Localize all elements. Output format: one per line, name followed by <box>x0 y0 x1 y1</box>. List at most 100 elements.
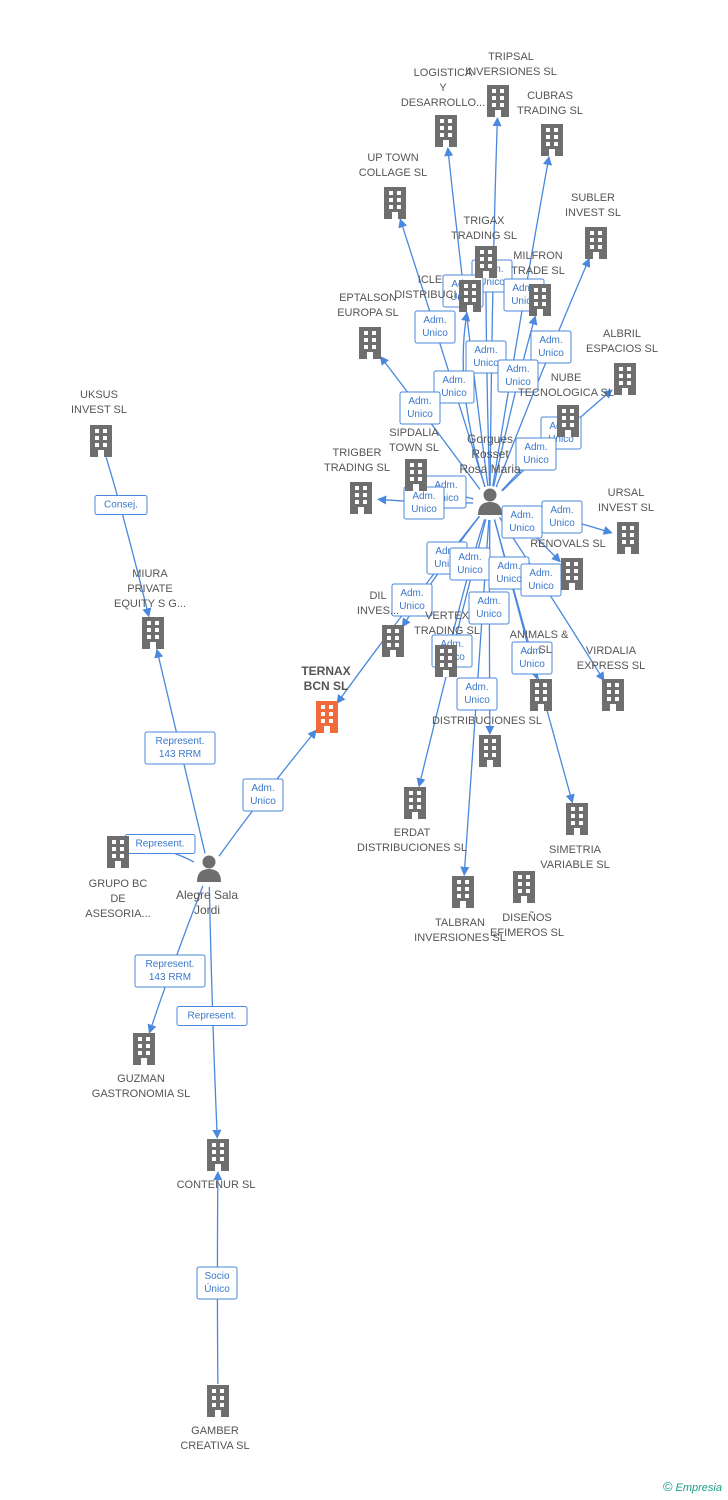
edge-label[interactable]: Adm.Unico <box>399 391 441 425</box>
edge-label[interactable]: Adm.Unico <box>541 500 583 534</box>
node-dil[interactable]: DILINVES... <box>357 590 404 657</box>
edge-label-text: Unico <box>411 504 437 515</box>
node-label: INVERSIONES SL <box>414 932 506 944</box>
node-icle[interactable]: ICLE DISTRIBUCI... <box>394 274 481 312</box>
node-animals[interactable]: ANIMALS &... SL <box>510 629 569 711</box>
node-label: TALBRAN <box>435 917 485 929</box>
edge-label[interactable]: Adm.Unico <box>530 330 572 364</box>
edge-label-box <box>433 370 475 404</box>
edge-label[interactable]: Adm.Unico <box>456 677 498 711</box>
edge-label[interactable]: Adm.Unico <box>391 583 433 617</box>
edge-label[interactable]: Adm.Unico <box>520 563 562 597</box>
edge-label-text: Unico <box>549 518 575 529</box>
edge-uksus-to-miura <box>105 457 152 618</box>
node-label: TRIPSAL <box>488 51 534 63</box>
edge-label[interactable]: Adm.Unico <box>501 505 543 539</box>
building-icon <box>479 735 501 767</box>
edge-label[interactable]: Represent. <box>176 1006 248 1026</box>
node-label: Rosset <box>471 447 509 461</box>
node-grupobc[interactable]: GRUPO BCDEASESORIA... <box>85 836 151 920</box>
edge-label[interactable]: Adm.Unico <box>403 486 445 520</box>
edge-label-box <box>497 359 539 393</box>
edge-label-text: Adm. <box>251 783 274 794</box>
edge-label-box <box>144 731 216 765</box>
edge-label-box <box>196 1266 238 1300</box>
edge-label[interactable]: Consej. <box>94 495 148 515</box>
edge-label-text: Adm. <box>497 561 520 572</box>
node-label: TERNAX <box>301 664 350 678</box>
edge-label[interactable]: Represent. 143 RRM <box>134 954 206 988</box>
edge-label-text: Unico <box>496 574 522 585</box>
edge-label-text: Unico <box>511 296 537 307</box>
node-distrib[interactable]: DISTRIBUCIONES SL <box>432 715 542 767</box>
edge-label[interactable]: Adm.Unico <box>449 547 491 581</box>
edge-label-text: Adm. <box>423 315 446 326</box>
edge-label[interactable]: Adm.Unico <box>242 778 284 812</box>
node-label: PRIVATE <box>127 583 172 595</box>
edge-label[interactable]: Represent. <box>124 834 196 854</box>
node-renovals[interactable]: RENOVALS SL <box>530 538 606 590</box>
node-label: VERTEX <box>425 610 469 622</box>
edge-label-text: 143 RRM <box>149 972 191 983</box>
edge-label-text: Represent. <box>136 839 185 850</box>
edge-label-text: Adm. <box>435 546 458 557</box>
node-label: Gorgues <box>467 432 513 446</box>
edge-label[interactable]: Adm. Unico <box>488 556 530 590</box>
building-icon <box>529 284 551 316</box>
edge-label-text: Represent. <box>146 959 195 970</box>
building-icon <box>359 327 381 359</box>
brand-logo[interactable]: Empresia <box>675 1482 722 1494</box>
node-talbran[interactable]: TALBRAN INVERSIONES SL <box>414 876 506 944</box>
edge-label-text: Unico <box>548 434 574 445</box>
edge-label[interactable]: Adm.Unico <box>433 370 475 404</box>
node-logistica[interactable]: LOGISTICAYDESARROLLO... <box>401 67 485 147</box>
node-contenur[interactable]: CONTENUR SL <box>177 1139 256 1191</box>
building-icon <box>487 85 509 117</box>
node-label: INVEST SL <box>71 404 127 416</box>
edge-label[interactable]: Adm.Unico <box>468 591 510 625</box>
edge-label-text: Unico <box>399 601 425 612</box>
building-icon <box>561 558 583 590</box>
node-label: SIPDALIA <box>389 427 439 439</box>
edge-label[interactable]: Adm.Unico <box>465 340 507 374</box>
edge-label[interactable]: Adm.Unico <box>414 310 456 344</box>
node-label: DISTRIBUCI... <box>394 289 466 301</box>
node-label: INVEST SL <box>598 502 654 514</box>
building-icon <box>513 871 535 903</box>
node-label: DIL <box>369 590 386 602</box>
node-label: INVEST SL <box>565 207 621 219</box>
edge-label-box <box>511 641 553 675</box>
node-label: ICLE <box>418 274 442 286</box>
node-label: COLLAGE SL <box>359 167 427 179</box>
edge-label[interactable]: Adm.Unico <box>511 641 553 675</box>
edge-label[interactable]: Adm.Unico <box>515 437 557 471</box>
edge-label[interactable]: Represent.143 RRM <box>144 731 216 765</box>
edge-label-text: Unico <box>528 581 554 592</box>
edge-label[interactable]: Adm.Unico <box>497 359 539 393</box>
